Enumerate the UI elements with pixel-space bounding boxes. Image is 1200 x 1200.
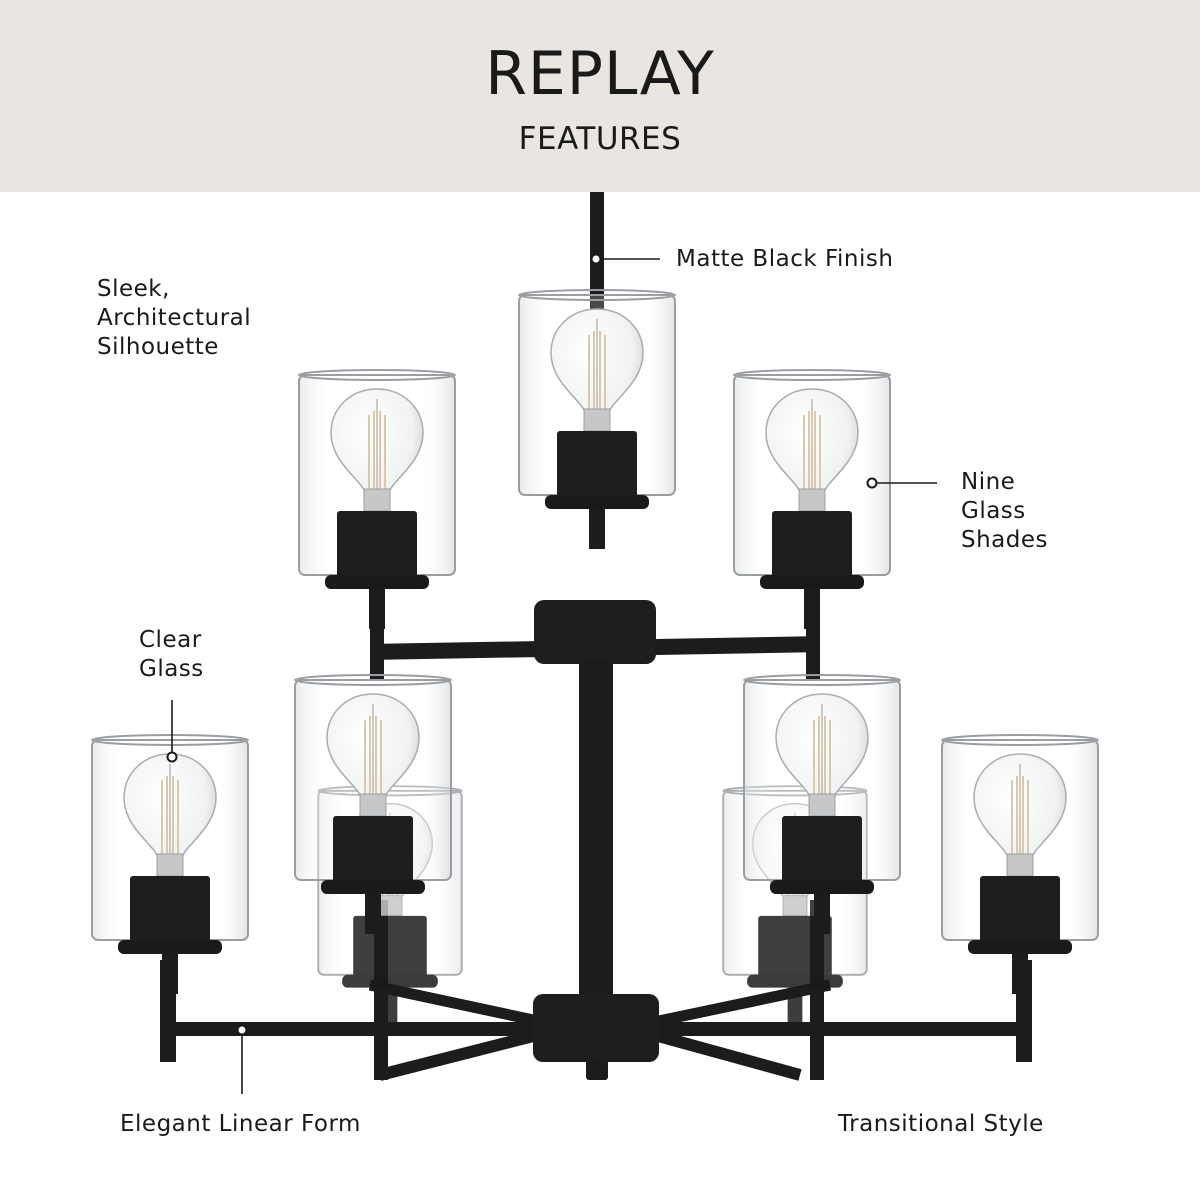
product-title: REPLAY [485,39,715,109]
callout-transitional-style: Transitional Style [838,1111,1044,1137]
section-subtitle: FEATURES [518,121,682,157]
callout-sleek-silhouette: Sleek, Architectural Silhouette [97,276,252,360]
lower-hub [533,994,659,1062]
callout-clear-glass: Clear Glass [139,627,204,682]
callout-matte-black-finish: Matte Black Finish [676,246,894,272]
callout-elegant-linear-form: Elegant Linear Form [120,1111,361,1137]
callout-dot-glass [166,751,178,763]
callout-nine-glass-shades: Nine Glass Shades [961,469,1049,553]
callout-dot-linear [236,1024,248,1036]
header-banner: REPLAY FEATURES [0,0,1200,192]
callout-dot-finish [590,253,602,265]
callout-dot-shades [866,477,878,489]
upper-hub [534,600,656,664]
